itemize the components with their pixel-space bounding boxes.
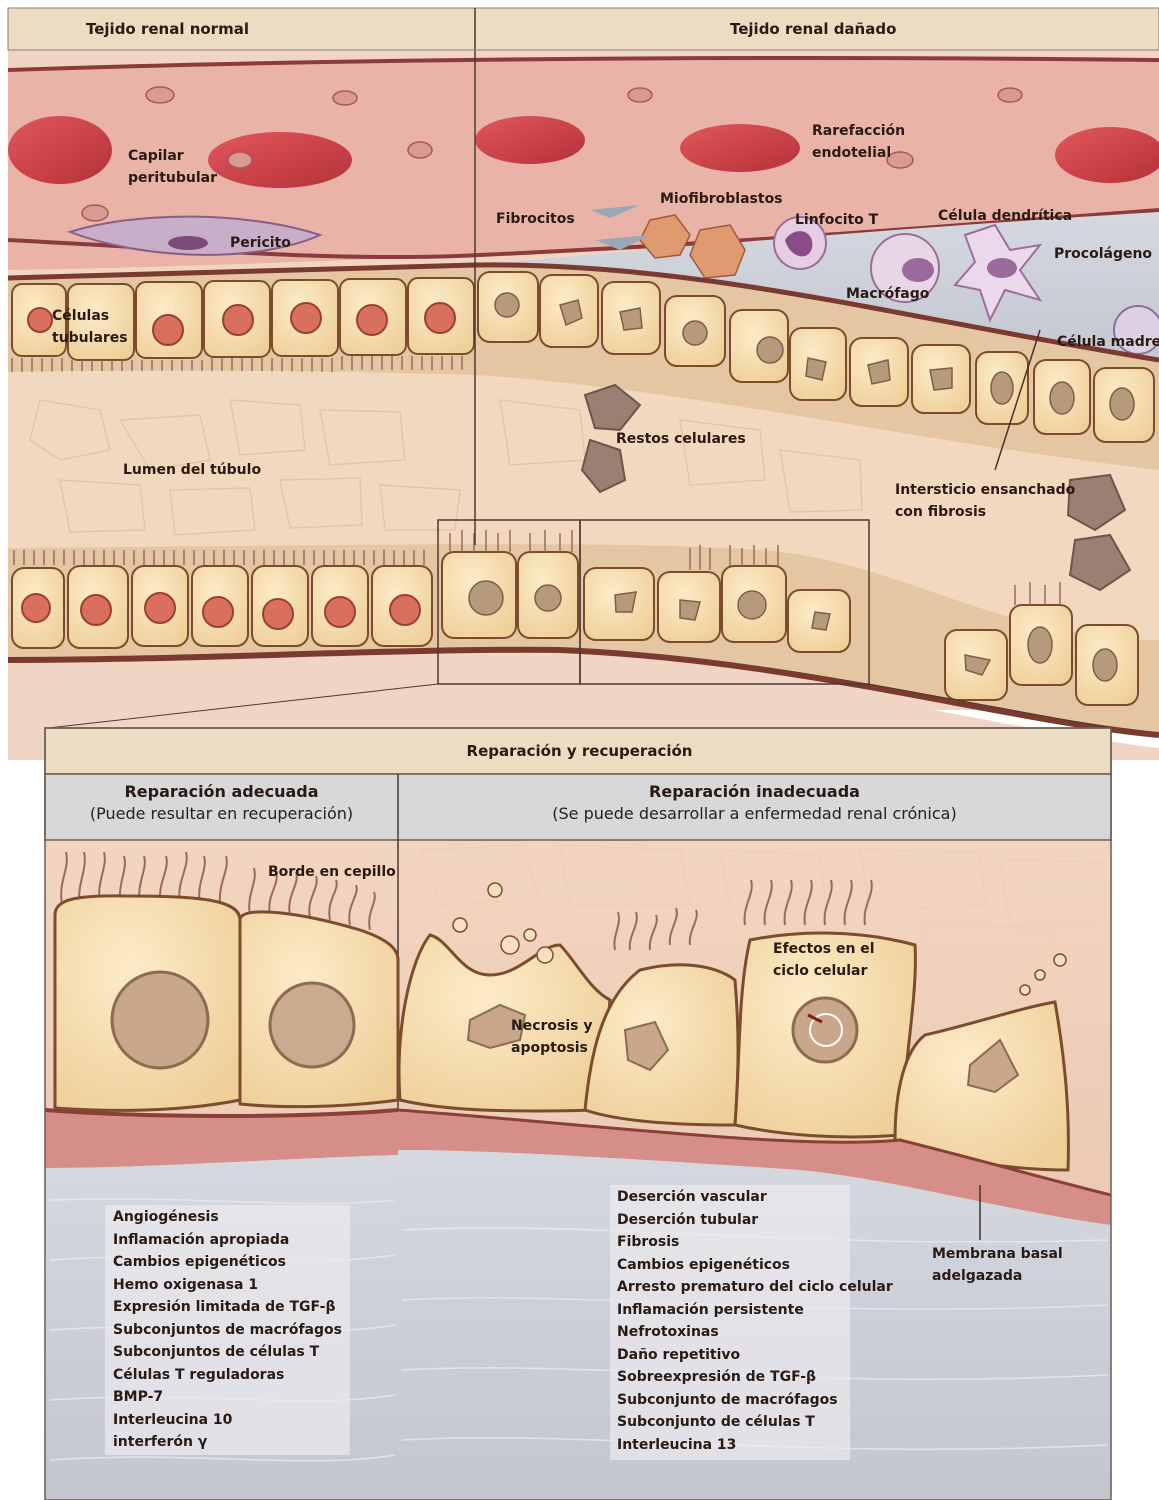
label-membrana-basal: Membrana basal adelgazada	[932, 1243, 1063, 1287]
inadequate-item: Inflamación persistente	[617, 1299, 893, 1322]
label-capilar-peritubular: Capilar peritubular	[128, 145, 217, 189]
label-efectos-ciclo-celular: Efectos en el ciclo celular	[773, 938, 875, 982]
adequate-item: Cambios epigenéticos	[113, 1251, 342, 1274]
inadequate-item: Nefrotoxinas	[617, 1321, 893, 1344]
label-pericito: Pericito	[230, 232, 291, 254]
label-lumen: Lumen del túbulo	[123, 459, 261, 481]
adequate-item: Hemo oxigenasa 1	[113, 1274, 342, 1297]
adequate-item: Angiogénesis	[113, 1206, 342, 1229]
inadequate-item: Subconjunto de macrófagos	[617, 1389, 893, 1412]
label-macrofago: Macrófago	[846, 283, 929, 305]
inadequate-item: Interleucina 13	[617, 1434, 893, 1457]
adequate-item: Expresión limitada de TGF-β	[113, 1296, 342, 1319]
inadequate-item: Fibrosis	[617, 1231, 893, 1254]
label-procolageno: Procolágeno	[1054, 243, 1152, 265]
label-rarefaccion: Rarefacción endotelial	[812, 120, 905, 164]
label-linfocito-t: Linfocito T	[795, 209, 878, 231]
damaged-tissue-title: Tejido renal dañado	[730, 20, 896, 38]
label-intersticio: Intersticio ensanchado con fibrosis	[895, 479, 1075, 523]
label-miofibroblastos: Miofibroblastos	[660, 188, 783, 210]
adequate-item: Interleucina 10	[113, 1409, 342, 1432]
inadequate-item: Arresto prematuro del ciclo celular	[617, 1276, 893, 1299]
inadequate-repair-title: Reparación inadecuada	[398, 782, 1111, 801]
inadequate-repair-subtitle: (Se puede desarrollar a enfermedad renal…	[398, 804, 1111, 823]
normal-tissue-title: Tejido renal normal	[86, 20, 249, 38]
label-celula-madre: Célula madre	[1057, 331, 1159, 353]
label-necrosis-apoptosis: Necrosis y apoptosis	[511, 1015, 593, 1059]
inadequate-item: Cambios epigenéticos	[617, 1254, 893, 1277]
adequate-item: Células T reguladoras	[113, 1364, 342, 1387]
inadequate-item: Sobreexpresión de TGF-β	[617, 1366, 893, 1389]
adequate-item: Inflamación apropiada	[113, 1229, 342, 1252]
adequate-repair-subtitle: (Puede resultar en recuperación)	[45, 804, 398, 823]
inadequate-item: Deserción vascular	[617, 1186, 893, 1209]
label-fibrocitos: Fibrocitos	[496, 208, 575, 230]
adequate-item: BMP-7	[113, 1386, 342, 1409]
label-borde-en-cepillo: Borde en cepillo	[268, 861, 396, 883]
inadequate-item: Subconjunto de células T	[617, 1411, 893, 1434]
adequate-item: interferón γ	[113, 1431, 342, 1454]
adequate-repair-title: Reparación adecuada	[45, 782, 398, 801]
inadequate-item: Daño repetitivo	[617, 1344, 893, 1367]
label-celula-dendritica: Célula dendrítica	[938, 205, 1072, 227]
adequate-item: Subconjuntos de macrófagos	[113, 1319, 342, 1342]
inadequate-item: Deserción tubular	[617, 1209, 893, 1232]
repair-title: Reparación y recuperación	[0, 742, 1159, 760]
adequate-item: Subconjuntos de células T	[113, 1341, 342, 1364]
label-restos-celulares: Restos celulares	[616, 428, 746, 450]
label-celulas-tubulares: Células tubulares	[52, 305, 128, 349]
